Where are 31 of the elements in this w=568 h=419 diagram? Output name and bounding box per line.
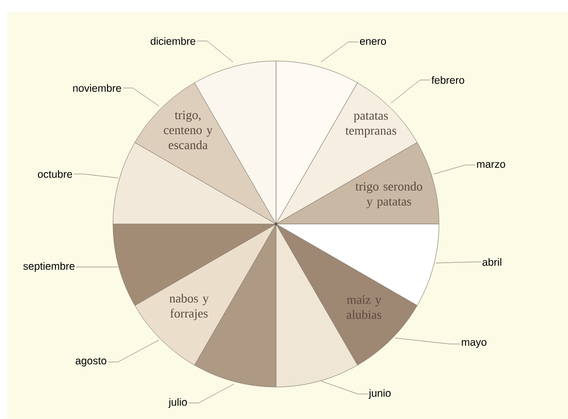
month-label: abril <box>482 258 502 266</box>
pie-slice <box>112 224 276 306</box>
leader-line <box>436 262 482 264</box>
leader-line <box>122 88 160 106</box>
leader-line <box>76 266 118 268</box>
leader-line <box>320 380 368 394</box>
pie-slice: maíz y alubias <box>276 224 418 366</box>
month-label: septiembre <box>23 262 74 272</box>
month-label: julio <box>168 398 187 408</box>
month-label: octubre <box>38 170 72 178</box>
month-label: enero <box>360 39 386 45</box>
pie-slice: trigo, centeno y escanda <box>134 82 276 224</box>
month-label: mayo <box>462 340 486 348</box>
pie-slice: trigo serondo y patatas <box>276 142 440 224</box>
month-label: diciembre <box>150 37 196 45</box>
leader-line <box>73 174 118 178</box>
month-label: marzo <box>477 162 506 168</box>
pie-slice <box>276 224 440 306</box>
month-label: febrero <box>432 76 464 84</box>
month-label: noviembre <box>73 84 122 92</box>
leader-line <box>394 338 460 344</box>
pie-slice <box>112 142 276 224</box>
leader-line <box>434 164 476 174</box>
leader-line <box>390 80 430 104</box>
month-label: agosto <box>76 358 106 366</box>
pie-slice: nabos y forrajes <box>134 224 276 366</box>
leader-line <box>320 42 359 62</box>
month-label: junio <box>368 389 391 399</box>
leader-line <box>196 40 234 62</box>
leader-line <box>108 340 160 362</box>
leader-line <box>188 384 234 404</box>
